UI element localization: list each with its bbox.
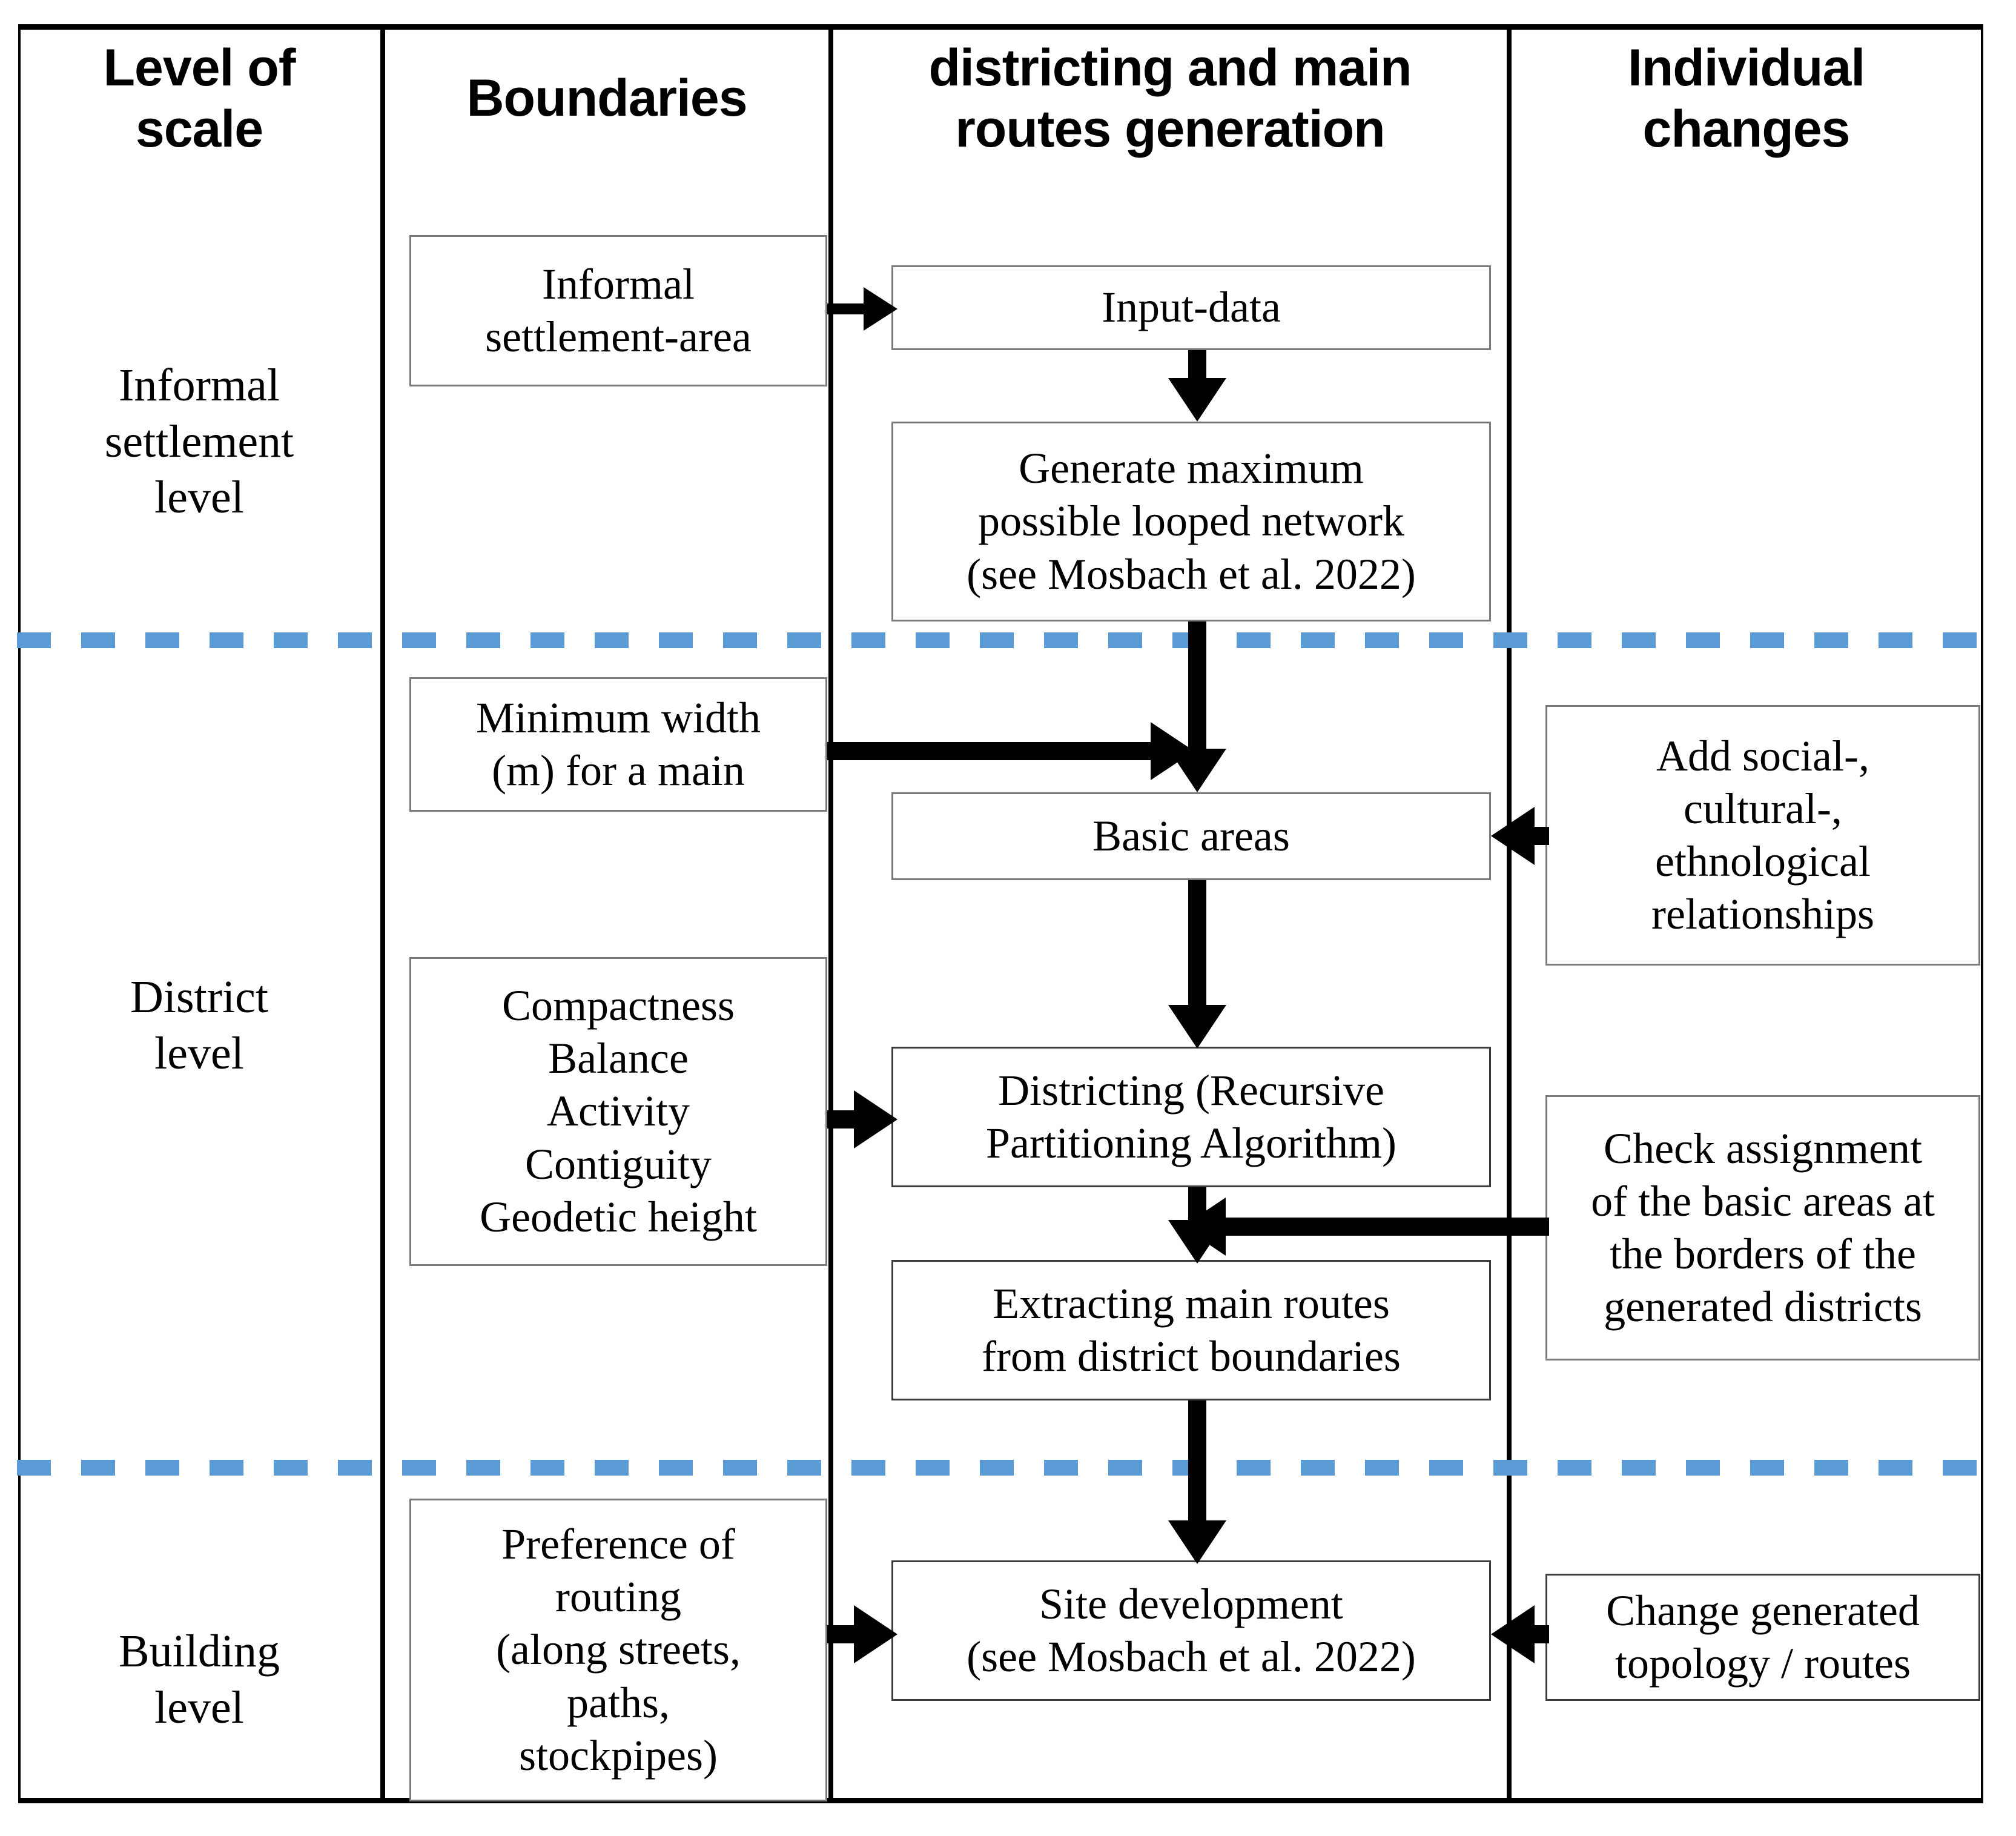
arrow-criteria-to-districting (827, 1089, 897, 1150)
arrow-input-data-to-looped-network (1167, 350, 1228, 422)
boundary-box-minimum-width[interactable]: Minimum width (m) for a main (409, 677, 827, 812)
boundary-box-preference-of-routing[interactable]: Preference of routing (along streets, pa… (409, 1499, 827, 1801)
boundary-box-preference-of-routing-text: Preference of routing (along streets, pa… (496, 1520, 741, 1780)
arrow-minimum-width-to-basic-areas (827, 721, 1194, 781)
boundary-box-minimum-width-text: Minimum width (m) for a main (475, 693, 761, 795)
column-header-boundaries: Boundaries (466, 69, 747, 127)
arrow-settlement-area-to-input-data (827, 285, 897, 333)
frame-left-border (18, 24, 21, 1803)
column-divider-3 (1507, 24, 1512, 1803)
process-box-generate-looped-network-text: Generate maximum possible looped network… (967, 444, 1416, 598)
level-label-district: District level (130, 972, 268, 1079)
column-header-districting-main-routes: districting and main routes generation (928, 39, 1412, 159)
column-header-individual-changes: Individual changes (1627, 39, 1865, 159)
change-box-check-assignment-text: Check assignment of the basic areas at t… (1591, 1124, 1935, 1331)
process-box-basic-areas[interactable]: Basic areas (891, 792, 1491, 880)
boundary-box-informal-settlement-area-text: Informal settlement-area (485, 259, 752, 361)
change-box-add-relationships[interactable]: Add social-, cultural-, ethnological rel… (1545, 705, 1980, 966)
process-box-extracting-main-routes[interactable]: Extracting main routes from district bou… (891, 1260, 1491, 1400)
process-box-extracting-main-routes-text: Extracting main routes from district bou… (982, 1279, 1401, 1380)
change-box-check-assignment[interactable]: Check assignment of the basic areas at t… (1545, 1095, 1980, 1360)
process-box-site-development[interactable]: Site development (see Mosbach et al. 202… (891, 1560, 1491, 1701)
arrow-check-assignment-to-flow (1182, 1196, 1549, 1257)
frame-bottom-border (18, 1798, 1983, 1803)
arrow-basic-areas-to-districting (1167, 880, 1228, 1049)
boundary-box-informal-settlement-area[interactable]: Informal settlement-area (409, 235, 827, 386)
arrow-routing-preference-to-site-development (827, 1604, 897, 1665)
level-separator-district-building (17, 1460, 2003, 1476)
change-box-change-topology-text: Change generated topology / routes (1606, 1586, 1920, 1688)
change-box-add-relationships-text: Add social-, cultural-, ethnological rel… (1651, 731, 1874, 939)
level-separator-informal-district (17, 632, 2003, 648)
arrow-extracting-to-site-development (1167, 1400, 1228, 1564)
column-divider-2 (828, 24, 833, 1803)
level-label-informal-settlement: Informal settlement level (104, 360, 294, 523)
arrow-change-topology-to-site-development (1491, 1604, 1549, 1665)
process-box-input-data-text: Input-data (1102, 283, 1281, 332)
process-box-site-development-text: Site development (see Mosbach et al. 202… (967, 1579, 1416, 1681)
process-box-basic-areas-text: Basic areas (1092, 811, 1290, 860)
level-label-building: Building level (118, 1626, 280, 1733)
change-box-change-topology[interactable]: Change generated topology / routes (1545, 1574, 1980, 1701)
column-header-level-of-scale: Level of scale (103, 39, 296, 159)
process-box-generate-looped-network[interactable]: Generate maximum possible looped network… (891, 422, 1491, 621)
frame-right-border (1981, 24, 1983, 1803)
column-divider-1 (380, 24, 385, 1803)
process-box-districting-algorithm[interactable]: Districting (Recursive Partitioning Algo… (891, 1047, 1491, 1187)
boundary-box-districting-criteria[interactable]: Compactness Balance Activity Contiguity … (409, 957, 827, 1266)
boundary-box-districting-criteria-text: Compactness Balance Activity Contiguity … (480, 981, 757, 1241)
process-box-districting-algorithm-text: Districting (Recursive Partitioning Algo… (986, 1065, 1396, 1167)
arrow-add-relationships-to-basic-areas (1491, 806, 1549, 866)
frame-top-border (18, 24, 1983, 30)
process-box-input-data[interactable]: Input-data (891, 265, 1491, 350)
